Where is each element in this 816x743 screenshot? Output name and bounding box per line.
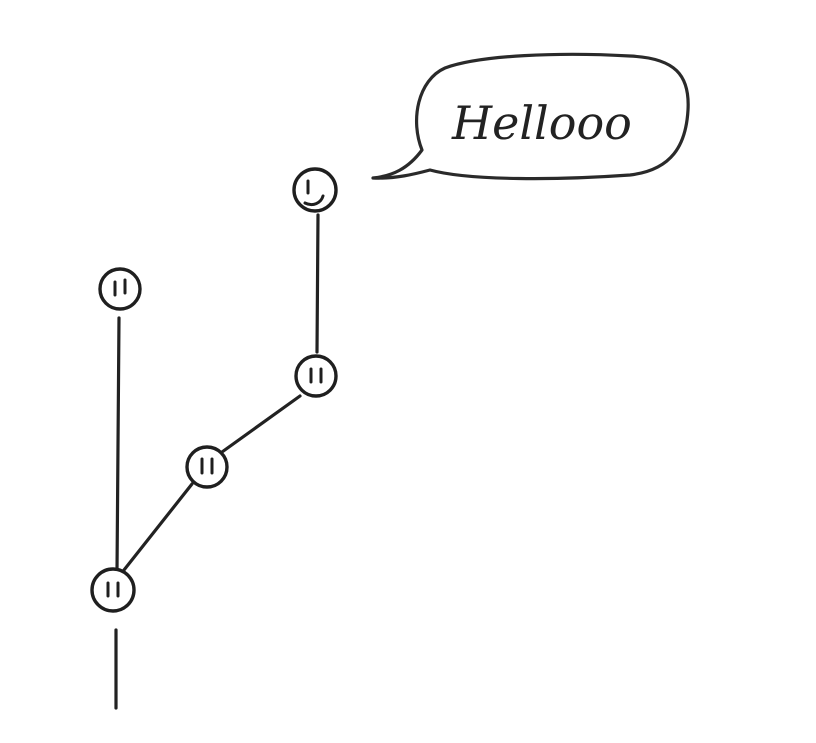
commit-node-branch-1: [185, 445, 229, 489]
commit-node-branch-2: [294, 354, 338, 398]
feature-branch-line: [122, 213, 320, 572]
speech-bubble: Hellooo: [371, 52, 690, 181]
speech-bubble-text: Hellooo: [451, 96, 632, 150]
commit-node-main-top: [98, 267, 142, 311]
commit-node-bottom: [90, 567, 136, 613]
commit-node-branch-head: [292, 167, 338, 213]
main-branch-line: [114, 316, 121, 710]
